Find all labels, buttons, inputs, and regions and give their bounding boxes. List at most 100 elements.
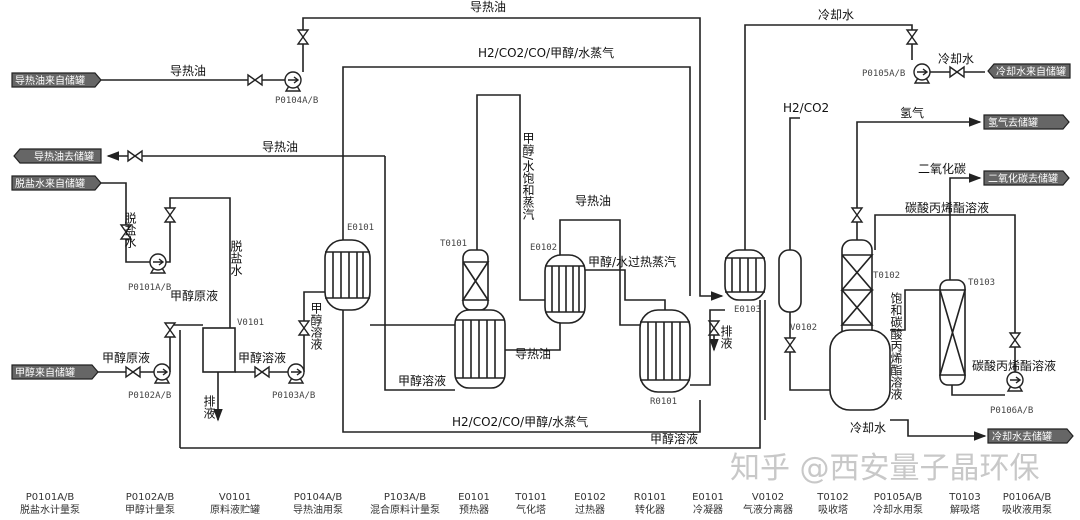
pump-p0105[interactable] — [913, 63, 931, 84]
label-gas-top: H2/CO2/CO/甲醇/水蒸气 — [478, 45, 614, 60]
legend-code: P0105A/B — [874, 492, 923, 503]
legend-code: E0101 — [692, 492, 724, 503]
valve-p0104[interactable] — [297, 29, 309, 45]
label-oil-top: 导热油 — [170, 64, 206, 78]
tag-oil-in: 导热油来自储罐 — [11, 72, 102, 88]
tag-oil-in-text: 导热油来自储罐 — [15, 74, 85, 87]
legend-code: E0101 — [458, 492, 490, 503]
exchanger-e0101[interactable] — [324, 239, 371, 311]
valve-p0106[interactable] — [1009, 332, 1021, 348]
equipment-legend: P0101A/B脱盐水计量泵P0102A/B甲醇计量泵V0101原料液贮罐P01… — [20, 492, 1052, 516]
tag-cool-in: 冷却水来自储罐 — [987, 63, 1071, 79]
valve-cool-in[interactable] — [949, 66, 965, 78]
label-gas-bottom: H2/CO2/CO/甲醇/水蒸气 — [452, 414, 588, 429]
legend-code: V0101 — [219, 492, 251, 503]
tag-cool-out: 冷却水去储罐 — [987, 428, 1074, 444]
tower-t0102[interactable] — [829, 239, 891, 411]
pipes — [98, 17, 1016, 449]
label-oil-left: 导热油 — [470, 0, 506, 14]
valve-p0105[interactable] — [906, 29, 918, 45]
exchanger-e0103[interactable] — [724, 249, 766, 301]
equipment-codes: P0104A/B P0101A/B P0102A/B P0103A/B P010… — [128, 69, 1033, 416]
pump-p0101[interactable] — [149, 253, 167, 274]
code-v0102: V0102 — [790, 323, 817, 333]
separator-v0102[interactable] — [778, 249, 802, 313]
tag-h2-out: 氢气去储罐 — [983, 114, 1070, 130]
legend-name: 吸收液用泵 — [1002, 503, 1052, 516]
legend-code: E0102 — [574, 492, 606, 503]
legend-code: P0102A/B — [126, 492, 175, 503]
label-cool-top: 冷却水 — [818, 8, 854, 22]
code-e0101: E0101 — [347, 223, 374, 233]
code-t0103: T0103 — [968, 278, 995, 288]
valve-p0102[interactable] — [164, 322, 176, 338]
code-p0101: P0101A/B — [128, 283, 171, 293]
valve-methanol[interactable] — [125, 366, 141, 378]
label-cool-right: 冷却水 — [938, 52, 974, 66]
tag-methanol-in-text: 甲醇来自储罐 — [15, 366, 75, 379]
valve-v0101[interactable] — [254, 366, 270, 378]
exchanger-e0102[interactable] — [544, 254, 586, 324]
legend-name: 气化塔 — [516, 503, 546, 516]
valve-t0102[interactable] — [851, 207, 863, 223]
label-oil-back: 导热油 — [262, 140, 298, 154]
tag-co2-out-text: 二氧化碳去储罐 — [988, 172, 1058, 185]
legend-name: 过热器 — [575, 503, 605, 516]
code-p0105: P0105A/B — [862, 69, 905, 79]
legend-code: P0106A/B — [1003, 492, 1052, 503]
label-methanol-sol4: 甲醇溶液 — [650, 431, 698, 446]
tag-h2-out-text: 氢气去储罐 — [988, 116, 1038, 129]
tag-water-in: 脱盐水来自储罐 — [11, 175, 102, 191]
pump-p0106[interactable] — [1006, 371, 1024, 392]
pump-p0102[interactable] — [153, 363, 171, 384]
valve-v0102[interactable] — [784, 337, 796, 353]
legend-code: P103A/B — [384, 492, 426, 503]
tower-t0103[interactable] — [938, 279, 967, 386]
reactor-r0101[interactable] — [639, 309, 691, 393]
label-vapor: 甲醇/水饱和蒸汽 — [521, 132, 535, 220]
watermark: 知乎 @西安量子晶环保 — [730, 451, 1040, 486]
valve-oil-out[interactable] — [127, 150, 143, 162]
valve-oil-in[interactable] — [247, 74, 263, 86]
pump-p0104[interactable] — [284, 71, 302, 92]
code-t0101: T0101 — [440, 239, 467, 249]
label-drain1: 排液 — [202, 395, 216, 419]
tag-co2-out: 二氧化碳去储罐 — [983, 170, 1070, 186]
legend-code: T0103 — [948, 492, 981, 503]
vessel-v0101[interactable] — [202, 327, 236, 373]
label-methanol-raw2: 甲醇原液 — [102, 350, 150, 365]
code-p0103: P0103A/B — [272, 391, 315, 401]
legend-name: 甲醇计量泵 — [125, 503, 175, 516]
legend-code: T0102 — [816, 492, 849, 503]
tower-t0101[interactable] — [454, 249, 506, 389]
tag-cool-out-text: 冷却水去储罐 — [992, 430, 1052, 443]
legend-code: P0104A/B — [294, 492, 343, 503]
code-e0102: E0102 — [530, 243, 557, 253]
legend-name: 解吸塔 — [950, 503, 980, 516]
pump-p0103[interactable] — [287, 363, 305, 384]
valve-p0103[interactable] — [298, 320, 310, 336]
legend-name: 气液分离器 — [743, 503, 793, 516]
valve-p0101[interactable] — [164, 207, 176, 223]
label-pc-solution: 碳酸丙烯酯溶液 — [905, 200, 989, 215]
code-v0101: V0101 — [237, 318, 264, 328]
code-p0104: P0104A/B — [275, 96, 318, 106]
legend-name: 原料液贮罐 — [210, 503, 260, 516]
legend-code: T0101 — [514, 492, 547, 503]
code-p0102: P0102A/B — [128, 391, 171, 401]
label-water2: 脱盐水 — [229, 239, 243, 276]
label-oil-e0102: 导热油 — [575, 194, 611, 208]
label-h2co2: H2/CO2 — [783, 101, 829, 115]
legend-name: 脱盐水计量泵 — [20, 503, 80, 516]
tag-methanol-in: 甲醇来自储罐 — [11, 364, 99, 380]
